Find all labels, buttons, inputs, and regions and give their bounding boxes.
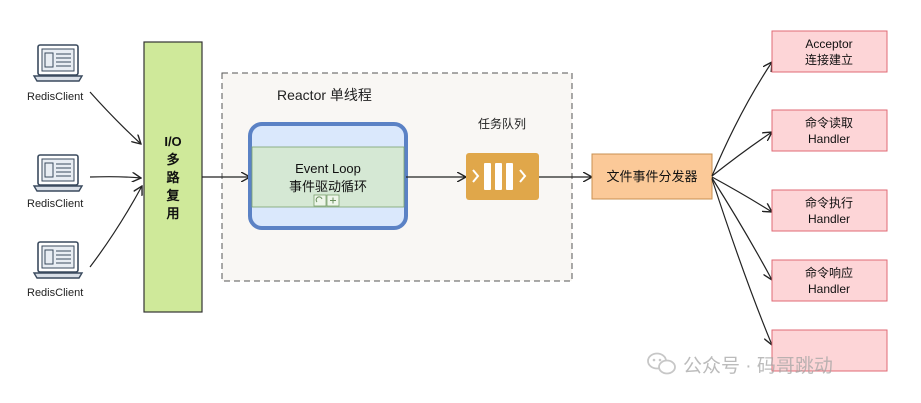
svg-text:复: 复 (165, 188, 180, 203)
laptop-icon (33, 154, 83, 192)
file-event-dispatcher-label: 文件事件分发器 (606, 169, 697, 184)
svg-text:命令读取: 命令读取 (805, 115, 853, 130)
client-1: RedisClient (27, 44, 83, 103)
client-3: RedisClient (27, 241, 83, 299)
svg-text:用: 用 (165, 206, 179, 221)
handler-execute: 命令执行 Handler (771, 189, 888, 232)
io-multiplexing-label: I/O 多 路 复 用 (164, 134, 181, 221)
svg-text:多: 多 (166, 152, 179, 167)
handler-acceptor: Acceptor 连接建立 (771, 30, 888, 73)
svg-text:Handler: Handler (808, 212, 850, 226)
io-multiplexing-box (143, 41, 203, 313)
reactor-title: Reactor 单线程 (277, 87, 372, 103)
handler-response: 命令响应 Handler (771, 259, 888, 302)
svg-text:路: 路 (166, 170, 180, 185)
queue-icon (466, 153, 539, 200)
laptop-icon (33, 44, 83, 82)
client-2: RedisClient (27, 154, 83, 210)
watermark-text: 公众号 · 码哥跳动 (683, 355, 833, 377)
event-loop: Event Loop 事件驱动循环 (248, 122, 408, 230)
svg-text:Handler: Handler (808, 282, 850, 296)
event-loop-title: Event Loop (295, 161, 361, 176)
client-label: RedisClient (27, 198, 83, 210)
handler-extra (771, 329, 888, 372)
file-event-dispatcher-box (591, 153, 713, 200)
svg-text:连接建立: 连接建立 (805, 52, 853, 67)
event-loop-subtitle: 事件驱动循环 (289, 179, 367, 194)
laptop-icon (33, 241, 83, 279)
client-label: RedisClient (27, 91, 83, 103)
svg-text:命令执行: 命令执行 (805, 195, 853, 210)
loop-icon (313, 194, 327, 207)
svg-text:Acceptor: Acceptor (805, 37, 852, 51)
client-arrows (89, 91, 142, 268)
watermark: 公众号 · 码哥跳动 (647, 352, 833, 377)
handler-read: 命令读取 Handler (771, 109, 888, 152)
task-queue-label: 任务队列 (478, 116, 526, 131)
svg-text:命令响应: 命令响应 (805, 265, 853, 280)
svg-text:I/O: I/O (164, 134, 181, 149)
wechat-icon (647, 352, 676, 375)
plus-icon (326, 194, 340, 207)
client-label: RedisClient (27, 287, 83, 299)
svg-text:Handler: Handler (808, 132, 850, 146)
dispatcher-arrows (711, 62, 772, 345)
